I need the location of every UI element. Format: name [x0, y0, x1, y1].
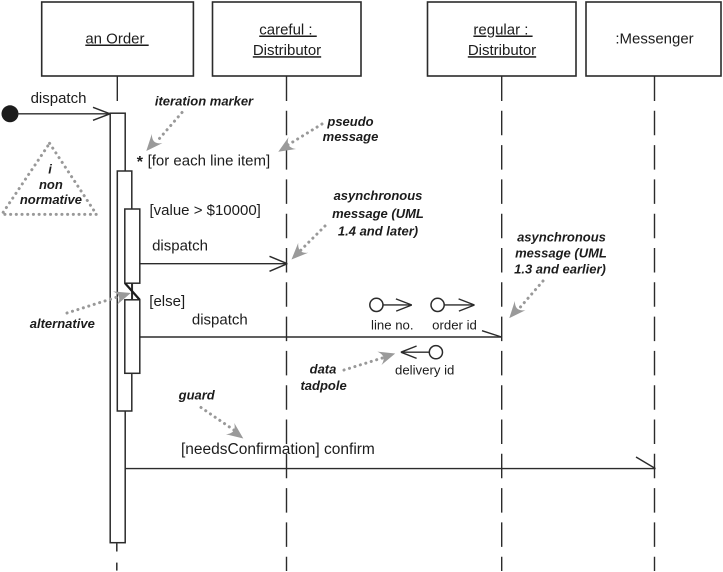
svg-text:line no.: line no.: [371, 318, 414, 333]
svg-text:[value > $10000]: [value > $10000]: [150, 202, 261, 219]
svg-text:*: *: [137, 154, 144, 171]
svg-text:careful :: careful :: [259, 22, 317, 39]
svg-text:dispatch: dispatch: [152, 238, 208, 255]
svg-text:guard: guard: [178, 388, 216, 403]
svg-text:tadpole: tadpole: [300, 378, 346, 393]
svg-text:message (UML: message (UML: [332, 206, 424, 221]
svg-text:asynchronous: asynchronous: [334, 188, 423, 203]
svg-text:asynchronous: asynchronous: [517, 230, 606, 245]
svg-text:pseudo: pseudo: [326, 114, 373, 129]
svg-text:dispatch: dispatch: [31, 90, 87, 107]
svg-text:message: message: [323, 129, 379, 144]
svg-text:an Order: an Order: [85, 31, 148, 48]
svg-text:message (UML: message (UML: [515, 246, 607, 261]
svg-text:[for each line item]: [for each line item]: [148, 152, 271, 169]
svg-text::Messenger: :Messenger: [615, 31, 693, 48]
svg-text:Distributor: Distributor: [253, 42, 321, 59]
svg-text:iteration marker: iteration marker: [155, 94, 254, 109]
svg-text:alternative: alternative: [30, 316, 95, 331]
svg-text:1.4 and later): 1.4 and later): [338, 224, 418, 239]
svg-text:regular :: regular :: [473, 22, 532, 39]
svg-text:delivery id: delivery id: [395, 362, 454, 377]
svg-text:dispatch: dispatch: [192, 312, 248, 329]
svg-text:data: data: [310, 362, 337, 377]
svg-text:non: non: [39, 177, 63, 192]
svg-text:order id: order id: [432, 318, 477, 333]
svg-text:normative: normative: [20, 192, 82, 207]
svg-text:1.3 and earlier): 1.3 and earlier): [514, 262, 606, 277]
svg-text:i: i: [48, 162, 52, 177]
svg-text:[needsConfirmation] confirm: [needsConfirmation] confirm: [181, 441, 375, 458]
svg-text:[else]: [else]: [149, 293, 185, 310]
svg-text:Distributor: Distributor: [468, 42, 536, 59]
